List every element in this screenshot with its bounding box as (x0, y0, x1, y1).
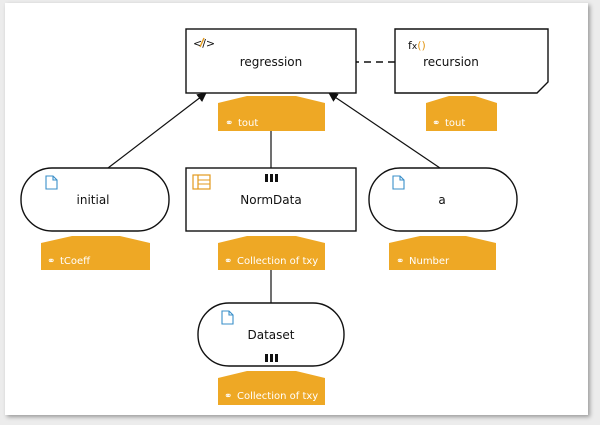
collection-marker-icon (265, 174, 278, 182)
node-regression-label: regression (240, 55, 303, 69)
svg-text:</>: </> (193, 37, 215, 50)
port-tag-normdata[interactable]: ⚭ Collection of txy (218, 236, 325, 270)
port-tag-initial[interactable]: ⚭ tCoeff (41, 236, 150, 270)
node-a[interactable]: a (368, 167, 518, 232)
edge-a-to-regression (328, 92, 441, 169)
node-recursion[interactable]: fx() recursion (394, 28, 549, 94)
port-tag-normdata-label: Collection of txy (237, 256, 318, 267)
dependency-graph: </> regression ⚭ tout fx() recursion ⚭ t… (20, 28, 549, 405)
node-a-label: a (438, 193, 445, 207)
link-icon: ⚭ (224, 256, 232, 267)
document-icon (45, 175, 58, 190)
port-tag-recursion[interactable]: ⚭ tout (426, 96, 497, 131)
port-tag-regression[interactable]: ⚭ tout (218, 96, 325, 131)
link-icon: ⚭ (47, 256, 55, 267)
link-icon: ⚭ (224, 391, 232, 402)
port-tag-regression-label: tout (238, 118, 258, 129)
port-tag-dataset[interactable]: ⚭ Collection of txy (218, 371, 325, 405)
collection-marker-icon (265, 354, 278, 362)
table-icon (192, 174, 211, 190)
node-regression[interactable]: </> regression (185, 28, 357, 94)
port-tag-initial-label: tCoeff (60, 256, 91, 267)
node-dataset[interactable]: Dataset (197, 302, 345, 367)
link-icon: ⚭ (225, 118, 233, 129)
node-initial-label: initial (77, 193, 110, 207)
document-icon (392, 175, 405, 190)
port-tag-a-label: Number (409, 256, 450, 267)
diagram-canvas: </> regression ⚭ tout fx() recursion ⚭ t… (5, 3, 588, 415)
function-icon: fx() (408, 39, 426, 52)
node-initial[interactable]: initial (20, 167, 170, 232)
node-normdata[interactable]: NormData (185, 167, 357, 232)
port-tag-dataset-label: Collection of txy (237, 391, 318, 402)
document-icon (221, 310, 234, 325)
node-dataset-label: Dataset (248, 328, 295, 342)
link-icon: ⚭ (396, 256, 404, 267)
node-normdata-label: NormData (240, 193, 301, 207)
link-icon: ⚭ (432, 118, 440, 129)
edge-initial-to-regression (107, 92, 207, 169)
port-tag-recursion-label: tout (445, 118, 465, 129)
code-icon: </> (193, 37, 215, 50)
port-tag-a[interactable]: ⚭ Number (389, 236, 496, 270)
node-recursion-label: recursion (423, 55, 479, 69)
